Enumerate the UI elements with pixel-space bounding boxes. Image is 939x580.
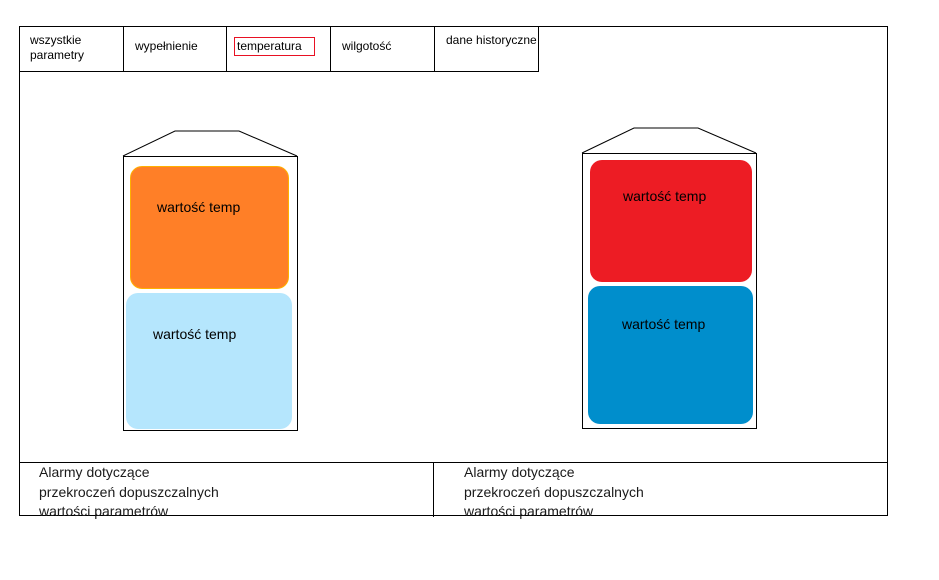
- tank-outline: [122, 130, 298, 431]
- tab-temperature[interactable]: temperatura: [227, 26, 331, 72]
- tab-historical-data[interactable]: dane historyczne: [435, 26, 539, 72]
- temp-value: wartość temp: [623, 188, 707, 204]
- tank-right-bottom-section[interactable]: wartość temp: [588, 286, 753, 424]
- temp-value: wartość temp: [622, 316, 706, 332]
- tab-label: temperatura: [234, 37, 315, 56]
- main-frame: [19, 26, 888, 516]
- tab-humidity[interactable]: wilgotość: [331, 26, 435, 72]
- alarm-text-right: Alarmy dotyczące przekroczeń dopuszczaln…: [464, 463, 644, 522]
- alarm-panel: Alarmy dotyczące przekroczeń dopuszczaln…: [19, 462, 888, 519]
- tab-label: wszystkie parametry: [30, 33, 85, 62]
- tank-left-bottom-section[interactable]: wartość temp: [126, 293, 292, 429]
- alarm-line: Alarmy dotyczące: [464, 464, 575, 480]
- temp-value: wartość temp: [157, 199, 241, 215]
- tank-outline: [581, 127, 757, 429]
- temp-value: wartość temp: [153, 326, 237, 342]
- tab-bar: wszystkie parametry wypełnienie temperat…: [19, 26, 539, 72]
- tab-label: wilgotość: [342, 39, 392, 53]
- tank-left-top-section[interactable]: wartość temp: [130, 166, 289, 289]
- alarm-line: przekroczeń dopuszczalnych: [464, 483, 644, 500]
- divider: [433, 463, 434, 517]
- alarm-line: wartości parametrów: [464, 503, 594, 519]
- tab-label: wypełnienie: [135, 39, 198, 53]
- tank-left: wartość temp wartość temp: [122, 130, 298, 431]
- tab-fill-level[interactable]: wypełnienie: [124, 26, 227, 72]
- tank-right-top-section[interactable]: wartość temp: [590, 160, 752, 282]
- alarm-line: Alarmy dotyczące: [39, 464, 150, 480]
- tab-label: dane historyczne: [446, 33, 537, 47]
- alarm-line: wartości parametrów: [39, 503, 169, 519]
- alarm-line: przekroczeń dopuszczalnych: [39, 483, 219, 500]
- tab-all-parameters[interactable]: wszystkie parametry: [19, 26, 124, 72]
- tank-right: wartość temp wartość temp: [581, 127, 757, 430]
- alarm-text-left: Alarmy dotyczące przekroczeń dopuszczaln…: [39, 463, 219, 522]
